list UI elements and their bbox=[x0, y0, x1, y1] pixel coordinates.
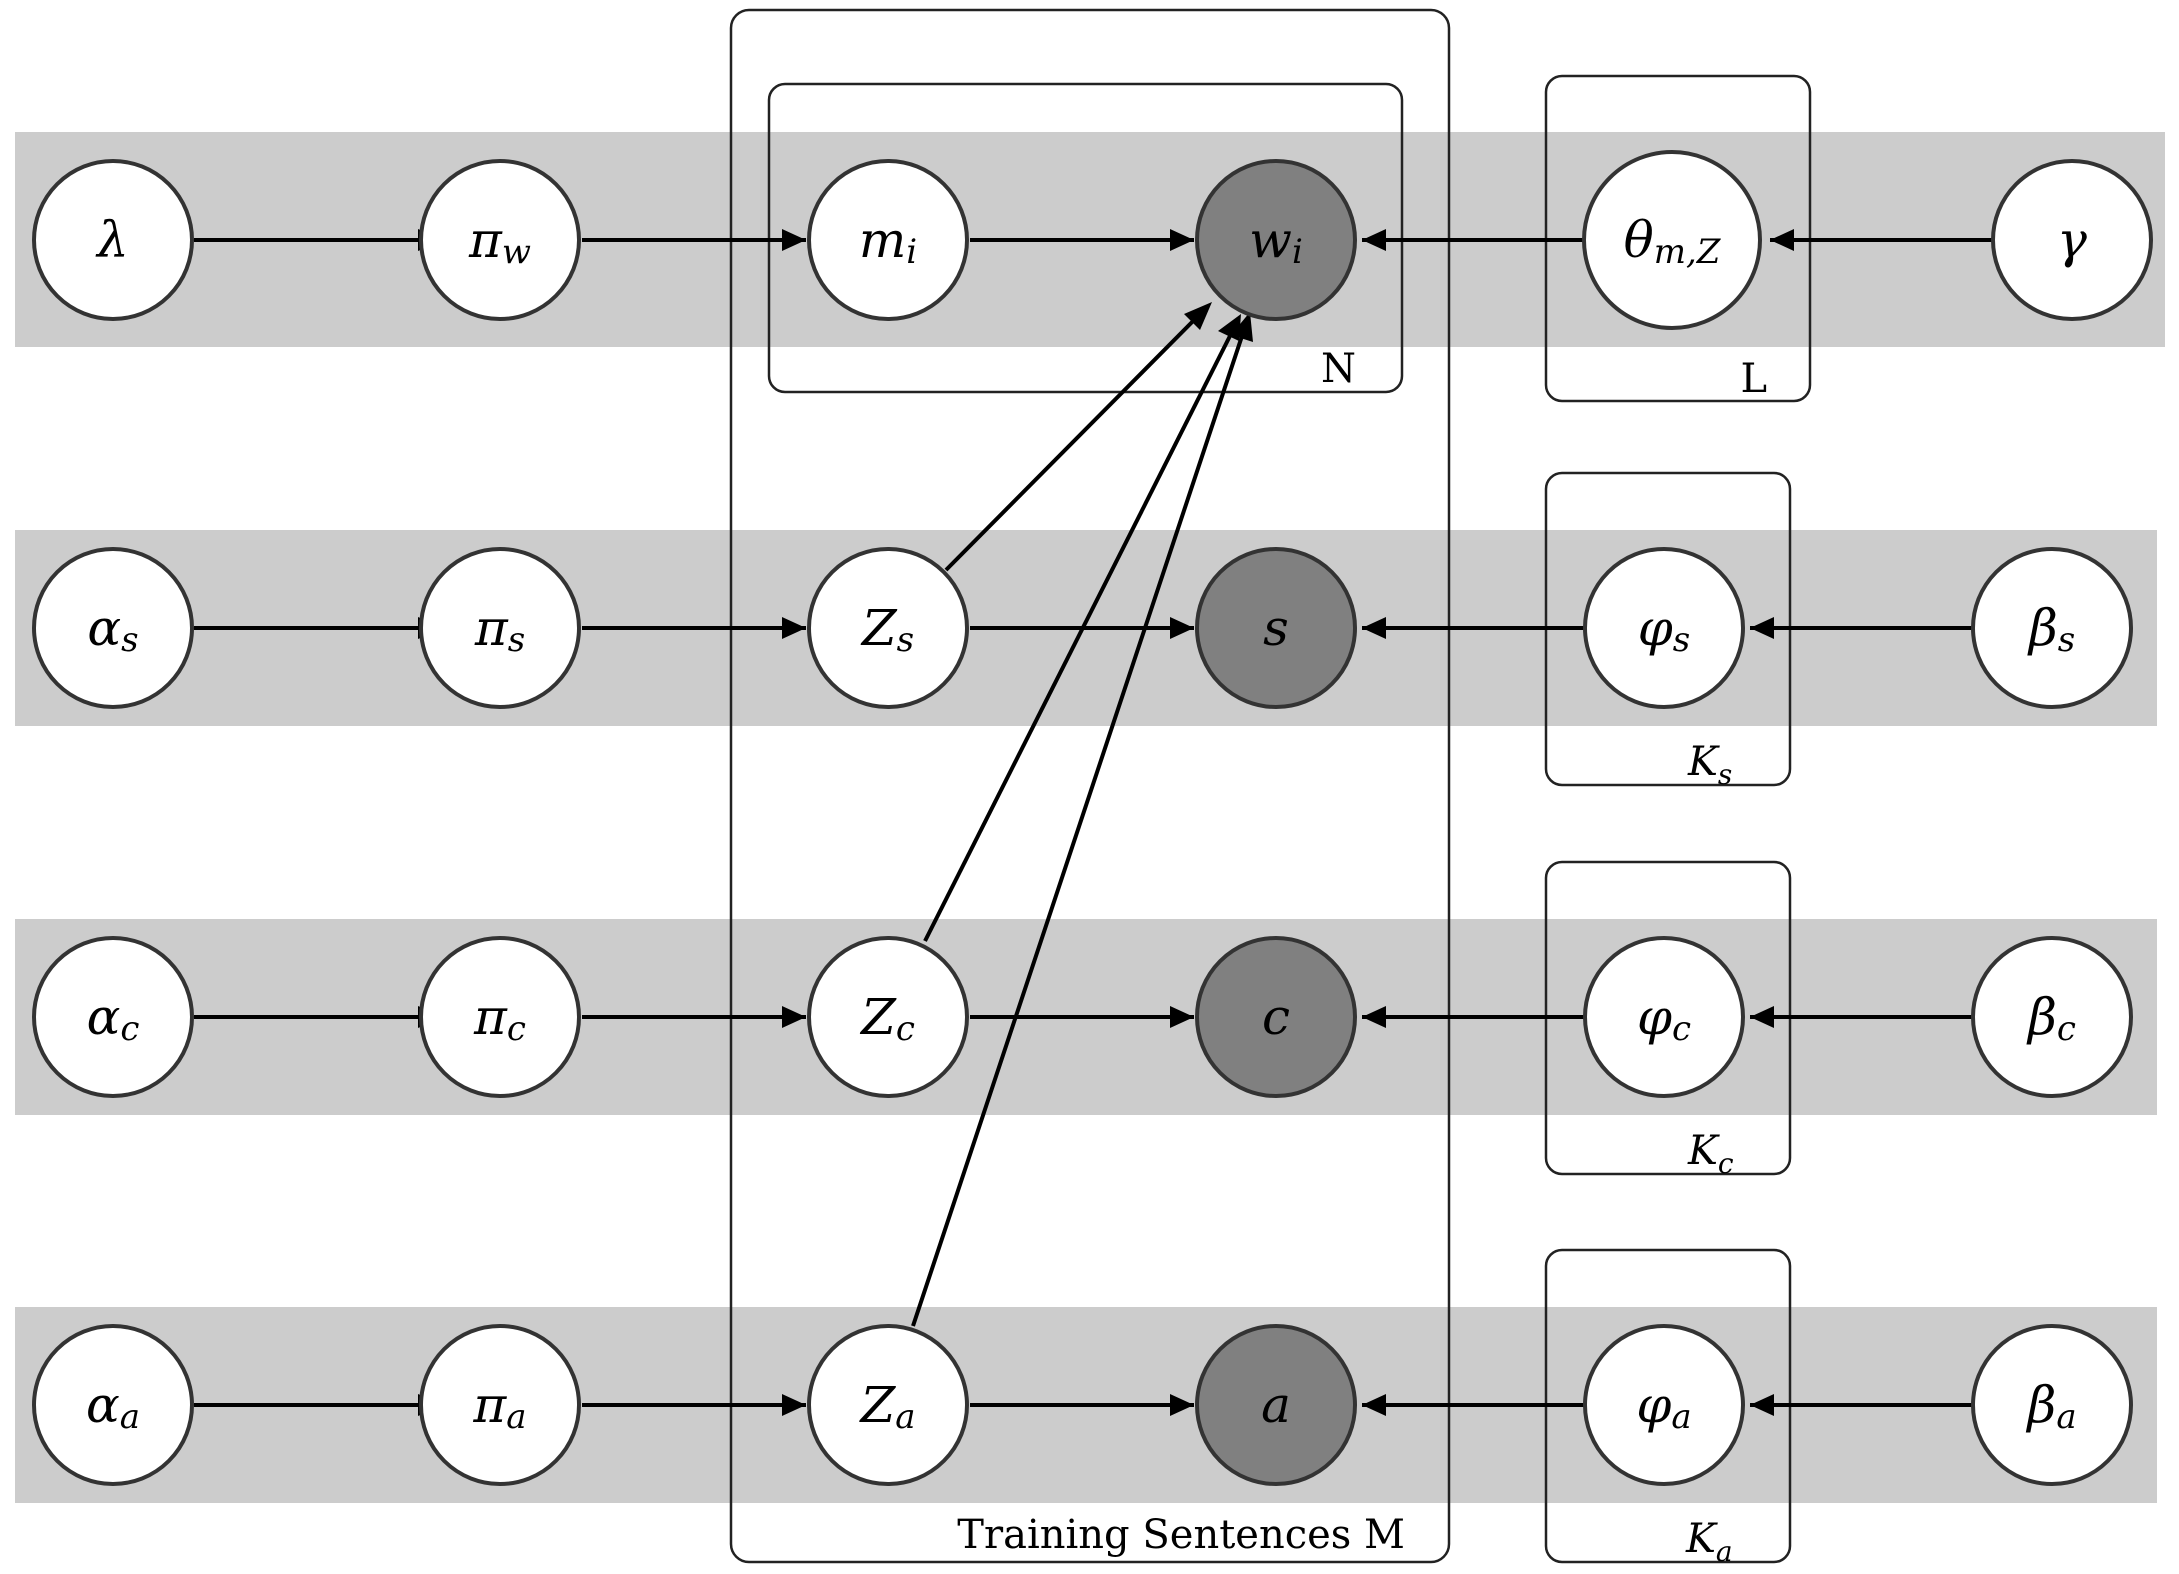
node-pi-s: πs bbox=[419, 547, 581, 709]
svg-text:αs: αs bbox=[87, 599, 138, 660]
node-beta-a: βa bbox=[1971, 1324, 2133, 1486]
svg-text:θm,Z: θm,Z bbox=[1624, 211, 1722, 272]
svg-text:Zc: Zc bbox=[859, 988, 915, 1049]
node-m-i: mi bbox=[807, 159, 969, 321]
arrowhead-16 bbox=[1750, 617, 1774, 639]
plate-label-words: N bbox=[1321, 346, 1356, 392]
arrowhead-23 bbox=[1231, 312, 1253, 342]
node-gamma: γ bbox=[1991, 159, 2153, 321]
arrowhead-11 bbox=[782, 1394, 806, 1416]
svg-text:αc: αc bbox=[87, 988, 140, 1049]
node-pi-a: πa bbox=[419, 1324, 581, 1486]
arrowhead-20 bbox=[1750, 1394, 1774, 1416]
node-w-i: wi bbox=[1195, 159, 1357, 321]
node-z-a: Za bbox=[807, 1324, 969, 1486]
svg-text:mi: mi bbox=[859, 211, 917, 272]
edge-zc-wi bbox=[923, 321, 1239, 942]
arrowhead-21 bbox=[1184, 302, 1212, 330]
svg-text:βs: βs bbox=[2027, 599, 2075, 660]
arrowhead-17 bbox=[1362, 1006, 1386, 1028]
arrowhead-6 bbox=[1170, 617, 1194, 639]
plate-training-sentences bbox=[729, 8, 1451, 1564]
node-a: a bbox=[1195, 1324, 1357, 1486]
svg-text:αa: αa bbox=[86, 1376, 140, 1437]
svg-text:Za: Za bbox=[858, 1376, 915, 1437]
node-c: c bbox=[1195, 936, 1357, 1098]
svg-text:Zs: Zs bbox=[860, 599, 914, 660]
svg-text:γ: γ bbox=[2057, 211, 2087, 269]
plate-label-lexicon: L bbox=[1740, 356, 1767, 402]
svg-text:s: s bbox=[1263, 599, 1289, 657]
svg-text:φs: φs bbox=[1638, 599, 1690, 660]
arrowhead-13 bbox=[1362, 229, 1386, 251]
svg-text:φa: φa bbox=[1636, 1376, 1691, 1437]
node-z-c: Zc bbox=[807, 936, 969, 1098]
svg-text:πs: πs bbox=[474, 599, 525, 660]
node-lambda: λ bbox=[32, 159, 194, 321]
arrowhead-9 bbox=[1170, 1006, 1194, 1028]
node-pi-c: πc bbox=[419, 936, 581, 1098]
svg-text:c: c bbox=[1262, 988, 1290, 1046]
arrowhead-14 bbox=[1770, 229, 1794, 251]
arrowhead-12 bbox=[1170, 1394, 1194, 1416]
node-s: s bbox=[1195, 547, 1357, 709]
node-alpha-a: αa bbox=[32, 1324, 194, 1486]
arrowhead-3 bbox=[1170, 229, 1194, 251]
node-phi-c: φc bbox=[1583, 936, 1745, 1098]
svg-text:πc: πc bbox=[473, 988, 526, 1049]
plate-label-training: Training Sentences M bbox=[957, 1512, 1405, 1558]
svg-text:λ: λ bbox=[95, 211, 129, 269]
plate-label-k-a: Ka bbox=[1685, 1516, 1733, 1568]
arrowhead-2 bbox=[782, 229, 806, 251]
node-beta-c: βc bbox=[1971, 936, 2133, 1098]
arrowheads bbox=[418, 229, 1794, 1416]
svg-text:a: a bbox=[1261, 1376, 1291, 1434]
node-z-s: Zs bbox=[807, 547, 969, 709]
svg-text:πa: πa bbox=[472, 1376, 526, 1437]
edge-zs-wi bbox=[944, 306, 1208, 572]
node-phi-a: φa bbox=[1583, 1324, 1745, 1486]
arrowhead-19 bbox=[1362, 1394, 1386, 1416]
node-pi-w: πw bbox=[419, 159, 581, 321]
node-beta-s: βs bbox=[1971, 547, 2133, 709]
plate-label-k-s: Ks bbox=[1687, 739, 1732, 791]
arrowhead-15 bbox=[1362, 617, 1386, 639]
svg-text:βa: βa bbox=[2025, 1376, 2076, 1437]
svg-text:βc: βc bbox=[2026, 988, 2076, 1049]
node-theta: θm,Z bbox=[1582, 150, 1762, 330]
node-phi-s: φs bbox=[1583, 547, 1745, 709]
svg-text:wi: wi bbox=[1249, 211, 1303, 272]
arrowhead-8 bbox=[782, 1006, 806, 1028]
arrowhead-5 bbox=[782, 617, 806, 639]
nodes: λ πw mi wi θm,Z γ αs πs bbox=[32, 150, 2153, 1486]
svg-text:φc: φc bbox=[1637, 988, 1691, 1049]
svg-text:πw: πw bbox=[468, 211, 531, 272]
edges bbox=[194, 238, 1994, 1407]
arrowhead-18 bbox=[1750, 1006, 1774, 1028]
node-alpha-s: αs bbox=[32, 547, 194, 709]
node-alpha-c: αc bbox=[32, 936, 194, 1098]
edge-za-wi bbox=[911, 320, 1249, 1327]
plate-label-k-c: Kc bbox=[1687, 1128, 1734, 1180]
